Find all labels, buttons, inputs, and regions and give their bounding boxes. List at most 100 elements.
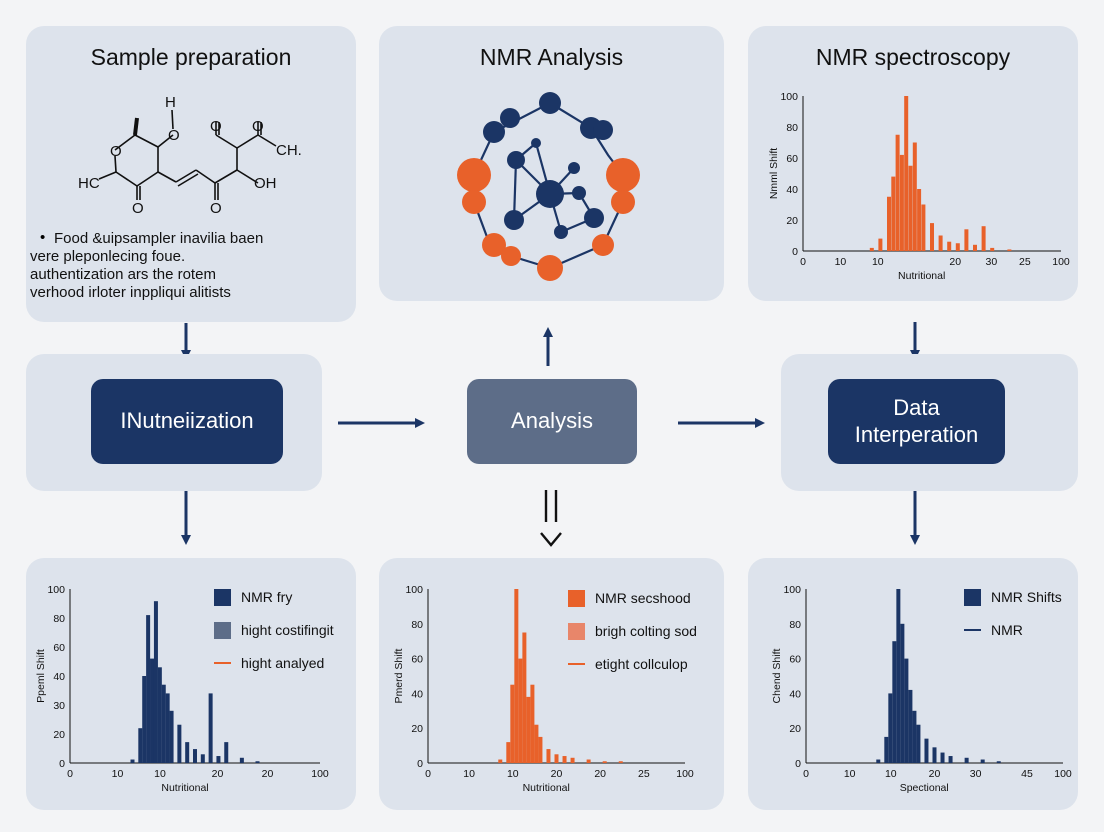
x-tick-label: 20 (551, 768, 563, 780)
x-tick-label: 30 (970, 768, 982, 780)
x-tick-label: 0 (800, 256, 806, 268)
legend-swatch (214, 589, 231, 606)
x-axis-label: Nutritional (523, 782, 570, 794)
spectrum-bar (498, 759, 503, 763)
spectrum-bar (940, 752, 945, 763)
x-tick-label: 0 (67, 768, 73, 780)
legend-label: NMR (991, 622, 1023, 638)
y-tick-label: 40 (789, 688, 801, 700)
x-tick-label: 20 (594, 768, 606, 780)
nmr-analysis-title: NMR Analysis (479, 44, 624, 70)
spectrum-bar (990, 247, 995, 251)
y-tick-label: 60 (411, 654, 423, 666)
spectrum-bar (932, 747, 937, 763)
legend-label: NMR Shifts (991, 589, 1062, 605)
y-tick-label: 60 (53, 642, 65, 654)
spectrum-bar (917, 189, 922, 251)
spectrum-bar (930, 223, 934, 251)
spectrum-bar (908, 689, 913, 763)
y-tick-label: 20 (786, 215, 798, 227)
x-tick-label: 30 (985, 256, 997, 268)
x-tick-label: 100 (676, 768, 694, 780)
spectrum-bar (562, 756, 567, 763)
spectrum-bar (554, 754, 559, 763)
note-line: verhood irloter inppliqui alitists (30, 284, 231, 301)
y-axis-label: Ppeml Shift (35, 649, 47, 703)
y-tick-label: 0 (59, 758, 65, 770)
spectrum-bar (518, 658, 523, 763)
x-tick-label: 20 (949, 256, 961, 268)
y-tick-label: 40 (53, 671, 65, 683)
spectrum-bar (924, 738, 929, 763)
sample-preparation-panel: Sample preparation (26, 26, 356, 322)
note-line: authentization ars the rotem (30, 266, 216, 283)
spectrum-bar (980, 759, 985, 763)
sample-notes-bullet: • (40, 229, 46, 246)
spectrum-bar (586, 759, 591, 763)
spectrum-bar (878, 238, 883, 251)
spectrum-bar (899, 154, 904, 251)
sample-notes: Food &uipsampler inavilia baen vere plep… (30, 230, 264, 302)
spectrum-bar (892, 641, 897, 763)
note-line: vere pleponlecing foue. (30, 248, 186, 265)
sample-preparation-title: Sample preparation (90, 44, 292, 70)
legend-label: hight analyed (241, 655, 324, 671)
y-tick-label: 80 (53, 613, 65, 625)
x-tick-label: 100 (311, 768, 329, 780)
spectrum-bar (947, 241, 952, 251)
x-tick-label: 100 (1052, 256, 1070, 268)
x-tick-label: 0 (425, 768, 431, 780)
analysis-step[interactable]: Analysis (467, 379, 637, 464)
legend-label: hight costifingit (241, 622, 334, 638)
spectrum-bar (169, 710, 174, 763)
spectrum-bar (177, 724, 182, 763)
spectrum-bar (891, 176, 896, 251)
x-axis-label: Nutritional (161, 782, 208, 794)
y-tick-label: 100 (780, 91, 798, 103)
y-tick-label: 40 (411, 688, 423, 700)
x-tick-label: 20 (929, 768, 941, 780)
spectrum-bar (153, 601, 158, 763)
spectrum-bar (185, 742, 190, 763)
spectrum-bar (912, 142, 917, 251)
spectrum-bar (538, 736, 543, 763)
bottom-middle-panel (379, 558, 724, 810)
spectrum-bar (193, 749, 197, 763)
spectrum-bar (602, 761, 607, 763)
legend-swatch (568, 623, 585, 640)
note-line: Food &uipsampler inavilia baen (54, 230, 264, 247)
data-interpretation-step[interactable]: Data Interperation (828, 379, 1005, 464)
spectrum-bar (904, 658, 909, 763)
x-tick-label: 100 (1054, 768, 1072, 780)
spectrum-bar (514, 589, 519, 763)
normalization-step[interactable]: INutneiization (91, 379, 283, 464)
spectrum-bar (570, 757, 575, 763)
y-tick-label: 20 (789, 723, 801, 735)
y-tick-label: 40 (786, 184, 798, 196)
spectrum-bar (973, 244, 977, 251)
spectrum-bar (900, 623, 905, 763)
y-tick-label: 60 (789, 654, 801, 666)
spectrum-bar (948, 756, 953, 763)
spectrum-bar (618, 761, 623, 763)
x-tick-label: 10 (463, 768, 475, 780)
x-axis-label: Nutritional (898, 270, 945, 282)
legend-label: NMR fry (241, 589, 292, 605)
spectrum-bar (546, 749, 551, 763)
spectrum-bar (996, 761, 1001, 763)
spectrum-bar (908, 165, 913, 251)
y-tick-label: 0 (417, 758, 423, 770)
spectrum-bar (255, 761, 260, 763)
spectrum-bar (510, 684, 515, 763)
legend-label: NMR secshood (595, 590, 691, 606)
spectrum-bar (150, 658, 155, 763)
x-tick-label: 10 (844, 768, 856, 780)
y-axis-label: Chend Shift (771, 648, 783, 703)
spectrum-bar (964, 757, 969, 763)
x-tick-label: 10 (872, 256, 884, 268)
x-tick-label: 25 (638, 768, 650, 780)
x-tick-label: 10 (112, 768, 124, 780)
spectrum-bar (130, 759, 135, 763)
legend-swatch (964, 589, 981, 606)
